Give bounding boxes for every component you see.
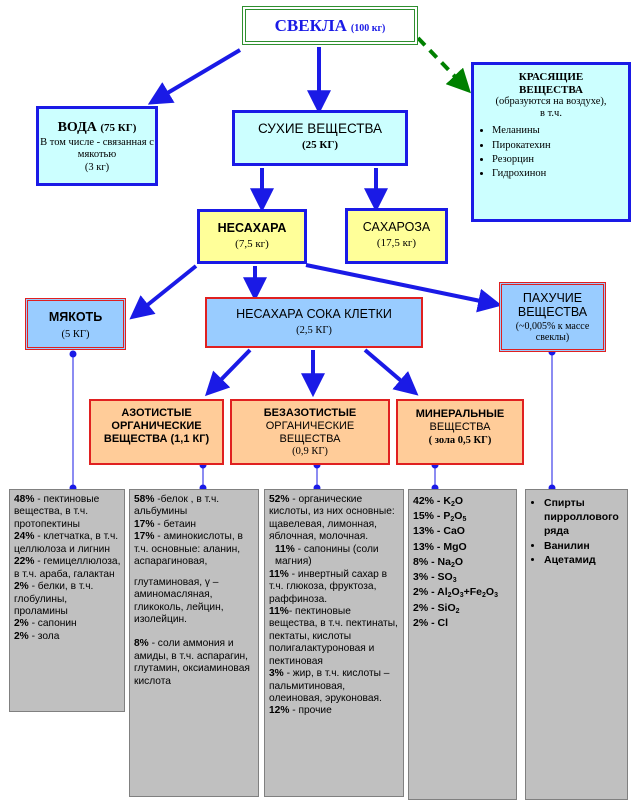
pigment-item: Гидрохинон bbox=[492, 167, 628, 181]
odorous-amount: (~0,005% к массе свеклы) bbox=[515, 320, 590, 344]
odorous-box: ПАХУЧИЕ ВЕЩЕСТВА (~0,005% к массе свеклы… bbox=[499, 282, 606, 352]
nitrogen-title: АЗОТИСТЫЕ ОРГАНИЧЕСКИЕ ВЕЩЕСТВА (1,1 КГ) bbox=[103, 407, 210, 446]
list-item: 17% - аминокислоты, в т.ч. основные: ала… bbox=[134, 531, 243, 568]
pulp-box: МЯКОТЬ (5 КГ) bbox=[25, 298, 126, 350]
list-item-continued: глутаминовая, γ – аминомасляная, гликоко… bbox=[134, 576, 224, 625]
odorous-title: ПАХУЧИЕ ВЕЩЕСТВА bbox=[517, 291, 588, 320]
list-item: 3% - жир, в т.ч. кислоты – пальмитиновая… bbox=[269, 668, 390, 704]
pigment-item: Резорцин bbox=[492, 153, 628, 167]
arrow-root-to-pigments bbox=[416, 36, 471, 94]
dot-pulp-top bbox=[69, 350, 77, 358]
sucrose-amount: (17,5 кг) bbox=[376, 237, 417, 250]
nitrogen-list: 58% -белок , в т.ч. альбумины 17% - бета… bbox=[129, 489, 259, 797]
list-item: 11% - сапонины (соли магния) bbox=[275, 543, 379, 568]
list-item: 17% - бетаин bbox=[134, 518, 197, 530]
mineral-title: МИНЕРАЛЬНЫЕ bbox=[415, 408, 505, 420]
list-item: 2% - Cl bbox=[413, 616, 449, 629]
root-title: СВЕКЛА bbox=[274, 16, 347, 35]
root-box: СВЕКЛА (100 кг) bbox=[242, 6, 418, 45]
list-item: 11%- пектиновые вещества, в т.ч. пектина… bbox=[269, 605, 398, 667]
nonnitrogen-subtitle: ОРГАНИЧЕСКИЕ ВЕЩЕСТВА bbox=[265, 419, 355, 445]
nonnitrogen-amount: (0,9 КГ) bbox=[292, 446, 328, 458]
list-item: 13% - CaO bbox=[413, 525, 465, 538]
nonnitrogen-title: БЕЗАЗОТИСТЫЕ bbox=[263, 407, 357, 419]
list-item: 8% - Na2O bbox=[413, 555, 464, 569]
water-title-text: ВОДА bbox=[57, 120, 97, 135]
list-item: 48% - пектиновые вещества, в т.ч. протоп… bbox=[14, 494, 100, 530]
list-item: 2% - белки, в т.ч. глобулины, проламины bbox=[14, 581, 94, 617]
nonsugar-amount: (7,5 кг) bbox=[235, 238, 269, 251]
pigments-box: КРАСЯЩИЕ ВЕЩЕСТВА (образуются на воздухе… bbox=[471, 62, 631, 222]
list-item: 58% -белок , в т.ч. альбумины bbox=[134, 494, 220, 518]
odorous-list: Спирты пирроллового ряда Ванилин Ацетами… bbox=[525, 489, 628, 800]
water-note-amount: (3 кг) bbox=[84, 161, 110, 173]
mineral-box: МИНЕРАЛЬНЫЕ ВЕЩЕСТВА ( зола 0,5 КГ) bbox=[396, 399, 524, 465]
mineral-list: 42% - K2O 15% - P2O5 13% - CaO 13% - MgO… bbox=[408, 489, 517, 800]
nonsugar-title: НЕСАХАРА bbox=[217, 221, 287, 235]
mineral-subtitle: ВЕЩЕСТВА bbox=[429, 420, 491, 433]
pigment-item: Меланины bbox=[492, 124, 628, 138]
list-item: 12% - прочие bbox=[269, 705, 332, 717]
list-item: 24% - клетчатка, в т.ч. целлюлоза и лигн… bbox=[14, 531, 119, 555]
arrow-nonsugar-to-odorous bbox=[305, 263, 503, 313]
pulp-title: МЯКОТЬ bbox=[48, 310, 103, 324]
list-item: 2% - Al2O3+Fe2O3 bbox=[413, 586, 498, 600]
list-item: 8% - соли аммония и амиды, в т.ч. аспара… bbox=[134, 638, 250, 687]
nitrogen-box: АЗОТИСТЫЕ ОРГАНИЧЕСКИЕ ВЕЩЕСТВА (1,1 КГ) bbox=[89, 399, 224, 465]
list-item: 52% - органические кислоты, из них основ… bbox=[269, 494, 395, 543]
dry-title: СУХИЕ ВЕЩЕСТВА bbox=[257, 121, 383, 136]
list-item: 2% - сапонин bbox=[14, 618, 77, 630]
pulp-list: 48% - пектиновые вещества, в т.ч. протоп… bbox=[9, 489, 125, 712]
nonsugar-box: НЕСАХАРА (7,5 кг) bbox=[197, 209, 307, 264]
list-item: 42% - K2O bbox=[413, 495, 464, 508]
list-item: 22% - гемицеллюлоза, в т.ч. араба, галак… bbox=[14, 556, 121, 580]
pigments-incl: в т.ч. bbox=[540, 108, 562, 120]
arrow-cellsap-to-nitrogen bbox=[204, 348, 252, 397]
sucrose-box: САХАРОЗА (17,5 кг) bbox=[345, 208, 448, 264]
list-item: 15% - P2O5 bbox=[413, 510, 467, 524]
cellsap-amount: (2,5 КГ) bbox=[296, 325, 332, 337]
list-item: 3% - SO3 bbox=[413, 571, 457, 585]
list-item: Ванилин bbox=[544, 539, 624, 553]
nonnitrogen-list: 52% - органические кислоты, из них основ… bbox=[264, 489, 404, 797]
list-item: Ацетамид bbox=[544, 553, 624, 567]
list-item: 2% - зола bbox=[14, 630, 60, 642]
arrow-root-to-water bbox=[147, 48, 242, 105]
mineral-amount: ( зола 0,5 КГ) bbox=[428, 435, 492, 447]
list-item: 11% - инвертный сахар в т.ч. глюкоза, фр… bbox=[269, 568, 388, 605]
list-item: Спирты пирроллового ряда bbox=[544, 496, 624, 539]
cellsap-box: НЕСАХАРА СОКА КЛЕТКИ (2,5 КГ) bbox=[205, 297, 423, 348]
pulp-amount: (5 КГ) bbox=[61, 329, 90, 341]
dry-box: СУХИЕ ВЕЩЕСТВА (25 КГ) bbox=[232, 110, 408, 166]
nonnitrogen-box: БЕЗАЗОТИСТЫЕ ОРГАНИЧЕСКИЕ ВЕЩЕСТВА (0,9 … bbox=[230, 399, 390, 465]
pigments-title: КРАСЯЩИЕ ВЕЩЕСТВА bbox=[518, 71, 584, 96]
pigments-list: Меланины Пирокатехин Резорцин Гидрохинон bbox=[474, 124, 628, 181]
root-amount: (100 кг) bbox=[350, 23, 386, 34]
list-item: 13% - MgO bbox=[413, 540, 467, 553]
water-amount: (75 КГ) bbox=[100, 122, 137, 134]
dry-amount: (25 КГ) bbox=[301, 138, 339, 151]
water-title: ВОДА (75 КГ) bbox=[58, 120, 137, 135]
water-box: ВОДА (75 КГ) В том числе - связанная с м… bbox=[36, 106, 158, 186]
arrow-cellsap-to-mineral bbox=[363, 348, 419, 396]
arrow-nonsugar-to-pulp bbox=[129, 264, 198, 320]
pigment-item: Пирокатехин bbox=[492, 139, 628, 153]
list-item: 2% - SiO2 bbox=[413, 601, 460, 615]
pigments-note: (образуются на воздухе), bbox=[495, 96, 607, 108]
water-note: В том числе - связанная с мякотью bbox=[40, 137, 154, 161]
cellsap-title: НЕСАХАРА СОКА КЛЕТКИ bbox=[236, 307, 392, 321]
sucrose-title: САХАРОЗА bbox=[362, 220, 431, 234]
